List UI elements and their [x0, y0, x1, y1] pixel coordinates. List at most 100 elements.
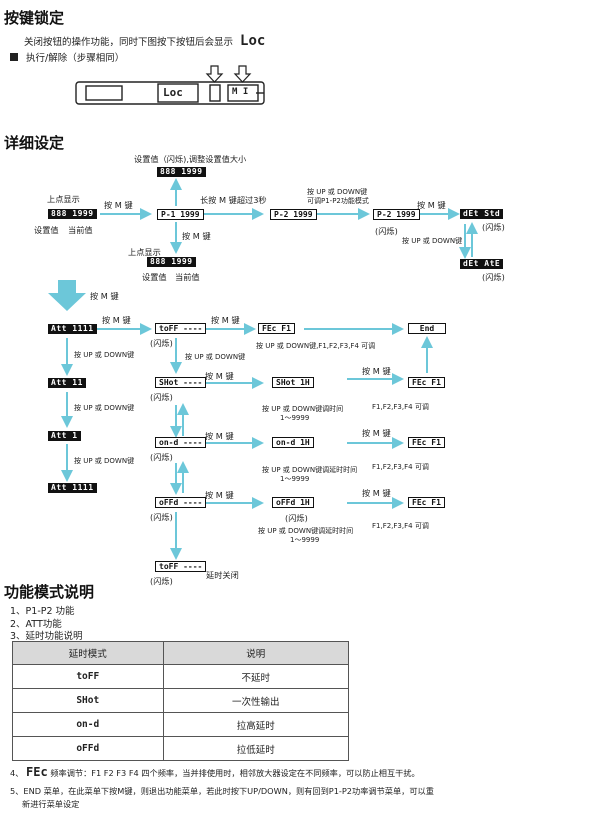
lcd-fec-row3: FEc F1	[408, 437, 445, 448]
table-cell-mode: SHot	[12, 688, 164, 713]
lcd-fec-row4: FEc F1	[408, 497, 445, 508]
lcd-fec-f1: FEc F1	[258, 323, 295, 334]
current-value-label-1: 当前值	[68, 225, 93, 235]
func-item-3: 3、延时功能说明	[10, 631, 83, 642]
flash-label-2: (闪烁)	[482, 222, 505, 232]
shot-adjust-line1: 按 UP 或 DOWN键调时间	[262, 405, 344, 413]
flash-label-3: (闪烁)	[482, 272, 505, 282]
table-cell-desc: 不延时	[162, 664, 350, 689]
updown-left-label-3: 按 UP 或 DOWN键	[74, 457, 135, 465]
note-5-line1: 5、END 菜单，在此菜单下按M键，则退出功能菜单，若此时按下UP/DOWN，则…	[10, 786, 434, 796]
shot-press-m: 按 M 键	[205, 371, 234, 381]
offd-press-m: 按 M 键	[205, 490, 234, 500]
execute-release-bullet: 执行/解除（步骤相同）	[10, 50, 124, 64]
execute-release-text: 执行/解除（步骤相同）	[26, 53, 125, 64]
offd-press-m-2: 按 M 键	[362, 488, 391, 498]
updown-left-label-1: 按 UP 或 DOWN键	[74, 351, 135, 359]
offd-adjust-line1: 按 UP 或 DOWN键调延时时间	[258, 527, 354, 535]
shot-adjust-line2: 1～9999	[280, 414, 310, 422]
fec-note-row2: F1,F2,F3,F4 可调	[372, 403, 429, 411]
fec-glyph: FEc	[26, 765, 48, 779]
table-cell-desc: 拉低延时	[162, 736, 350, 761]
toff-bottom-flash: (闪烁)	[150, 576, 173, 586]
lcd-toff: toFF ----	[155, 323, 207, 334]
lcd-p2-flashing: P-2 1999	[373, 209, 420, 220]
updown-mid-label: 按 UP 或 DOWN键	[185, 353, 246, 361]
table-cell-desc: 一次性输出	[162, 688, 350, 713]
upper-show-label-2: 上点显示	[128, 247, 161, 257]
ond-press-m: 按 M 键	[205, 431, 234, 441]
table-row: toFF 不延时	[12, 664, 350, 689]
table-header-row: 延时模式 说明	[12, 641, 350, 665]
set-value-label-1: 设置值	[34, 225, 59, 235]
current-value-label-2: 当前值	[175, 272, 200, 282]
offd-flash-label: (闪烁)	[150, 512, 173, 522]
table-cell-mode: oFFd	[12, 736, 164, 761]
press-m-label-1: 按 M 键	[104, 200, 133, 210]
press-m-label-2: 按 M 键	[182, 231, 211, 241]
note-4-prefix: 4、	[10, 768, 24, 778]
table-row: on-d 拉高延时	[12, 712, 350, 737]
key-lock-desc-text: 关闭按钮的操作功能，同时下图按下按钮后会显示	[24, 37, 234, 48]
fec-note-row3: F1,F2,F3,F4 可调	[372, 463, 429, 471]
lcd-on-d: on-d ----	[155, 437, 207, 448]
lcd-shot-time: SHot 1H	[272, 377, 314, 388]
lcd-ond-time: on-d 1H	[272, 437, 314, 448]
ond-adjust-line2: 1～9999	[280, 475, 310, 483]
note-4-text: 频率调节：F1 F2 F3 F4 四个频率，当并排使用时，相邻放大器设定在不同频…	[50, 768, 420, 778]
offd-time-flash: (闪烁)	[285, 513, 308, 523]
lcd-att-1: Att 1	[48, 431, 81, 441]
shot-flash-label: (闪烁)	[150, 392, 173, 402]
loc-glyph: Loc	[240, 33, 266, 49]
ond-press-m-2: 按 M 键	[362, 428, 391, 438]
table-header-desc: 说明	[162, 641, 350, 665]
top-set-label: 设置值（闪烁),调整设置值大小	[134, 154, 247, 164]
toff-press-m: 按 M 键	[211, 315, 240, 325]
long-press-label: 长按 M 键超过3秒	[200, 195, 267, 205]
press-m-main-label: 按 M 键	[90, 291, 119, 301]
section-title-detail-settings: 详细设定	[4, 134, 65, 152]
table-row: SHot 一次性输出	[12, 688, 350, 713]
shot-press-m-2: 按 M 键	[362, 366, 391, 376]
lcd-end: End	[408, 323, 446, 334]
set-value-label-2: 设置值	[142, 272, 167, 282]
table-cell-desc: 拉高延时	[162, 712, 350, 737]
table-cell-mode: on-d	[12, 712, 164, 737]
ond-flash-label: (闪烁)	[150, 452, 173, 462]
lcd-p1: P-1 1999	[157, 209, 204, 220]
lcd-att-1111: Att 1111	[48, 324, 97, 334]
flash-label-1: (闪烁)	[375, 226, 398, 236]
lcd-att-11: Att 11	[48, 378, 86, 388]
press-m-label-3: 按 M 键	[417, 200, 446, 210]
lcd-att-1111-b: Att 1111	[48, 483, 97, 493]
fec-adjust-note: 按 UP 或 DOWN键,F1,F2,F3,F4 可调	[256, 342, 376, 350]
ond-adjust-line1: 按 UP 或 DOWN键调延时时间	[262, 466, 358, 474]
lcd-offd: oFFd ----	[155, 497, 207, 508]
key-lock-description: 关闭按钮的操作功能，同时下图按下按钮后会显示 Loc	[24, 33, 265, 49]
toff-flash-label: (闪烁)	[150, 338, 173, 348]
updown-p1p2-line1: 按 UP 或 DOWN键	[307, 188, 368, 196]
section-title-key-lock: 按键锁定	[4, 9, 65, 27]
delay-off-label: 延时关闭	[206, 570, 239, 580]
delay-mode-table: 延时模式 说明 toFF 不延时 SHot 一次性输出 on-d 拉高延时 oF…	[12, 641, 350, 761]
lcd-left-display: 888 1999	[48, 209, 97, 219]
table-row: oFFd 拉低延时	[12, 736, 350, 761]
note-4: 4、 FEc 频率调节：F1 F2 F3 F4 四个频率，当并排使用时，相邻放大…	[10, 765, 420, 779]
table-cell-mode: toFF	[12, 664, 164, 689]
lcd-toff-bottom: toFF ----	[155, 561, 207, 572]
func-item-1: 1、P1-P2 功能	[10, 606, 75, 617]
lcd-shot: SHot ----	[155, 377, 207, 388]
square-bullet-icon	[10, 53, 18, 61]
note-5-line2: 新进行菜单设定	[22, 799, 80, 809]
device-mi-label: M I	[232, 87, 249, 97]
upper-show-label-1: 上点显示	[47, 194, 80, 204]
section-title-function-modes: 功能模式说明	[4, 583, 95, 601]
updown-p1p2-line2: 可调P1-P2功能模式	[307, 197, 369, 205]
lcd-p2: P-2 1999	[270, 209, 317, 220]
updown-left-label-2: 按 UP 或 DOWN键	[74, 404, 135, 412]
lcd-det-std: dEt Std	[460, 209, 504, 219]
lcd-fec-row2: FEc F1	[408, 377, 445, 388]
table-header-mode: 延时模式	[12, 641, 164, 665]
press-m-row0: 按 M 键	[102, 315, 131, 325]
